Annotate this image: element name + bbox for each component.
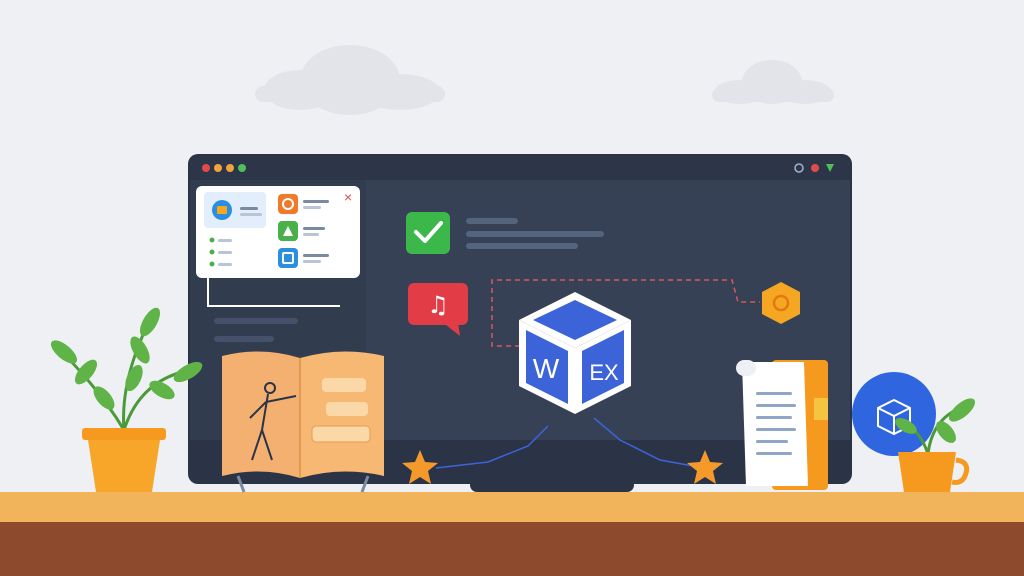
connector-line-left xyxy=(435,425,549,469)
connector-line-right xyxy=(593,417,705,469)
text-line xyxy=(466,231,604,237)
cube-letter-right: EX xyxy=(589,360,619,385)
dashed-connector xyxy=(491,279,760,347)
popup-card[interactable]: × xyxy=(196,186,360,307)
music-note-icon: ♫ xyxy=(408,283,468,336)
document-stack xyxy=(736,360,828,490)
window-fullscreen-dot[interactable] xyxy=(238,164,246,172)
record-icon[interactable] xyxy=(811,164,819,172)
book-label-block xyxy=(322,378,366,392)
text-line xyxy=(466,218,518,224)
green-app-icon[interactable] xyxy=(278,221,298,241)
window-zoom-dot[interactable] xyxy=(226,164,234,172)
refresh-icon[interactable] xyxy=(794,163,804,173)
cube-logo: W EX xyxy=(519,292,631,414)
blue-app-icon[interactable] xyxy=(278,248,298,268)
star-icon xyxy=(402,450,438,484)
book-label-block xyxy=(311,425,371,443)
star-icon xyxy=(687,450,723,484)
desk-top xyxy=(0,492,1024,522)
hexagon-badge-icon xyxy=(762,282,800,324)
open-book xyxy=(222,351,384,493)
potted-plant-right xyxy=(895,398,976,492)
cube-circle-icon xyxy=(852,372,936,456)
book-label-block xyxy=(326,402,368,416)
desk-front xyxy=(0,522,1024,576)
window-titlebar xyxy=(190,156,850,180)
orange-app-icon[interactable] xyxy=(278,194,298,214)
popup-close-icon[interactable]: × xyxy=(344,189,352,205)
music-glyph: ♫ xyxy=(427,291,449,319)
check-icon xyxy=(406,212,450,254)
cloud-right xyxy=(712,60,834,104)
sidebar-line xyxy=(214,318,298,324)
text-line xyxy=(466,243,578,249)
shield-icon[interactable] xyxy=(826,164,834,172)
window-minimize-dot[interactable] xyxy=(214,164,222,172)
cloud-left xyxy=(255,45,445,115)
sidebar-line xyxy=(214,336,274,342)
potted-plant-left xyxy=(50,307,203,492)
cube-letter-left: W xyxy=(533,353,560,384)
stick-figure-icon xyxy=(249,382,297,461)
window-close-dot[interactable] xyxy=(202,164,210,172)
